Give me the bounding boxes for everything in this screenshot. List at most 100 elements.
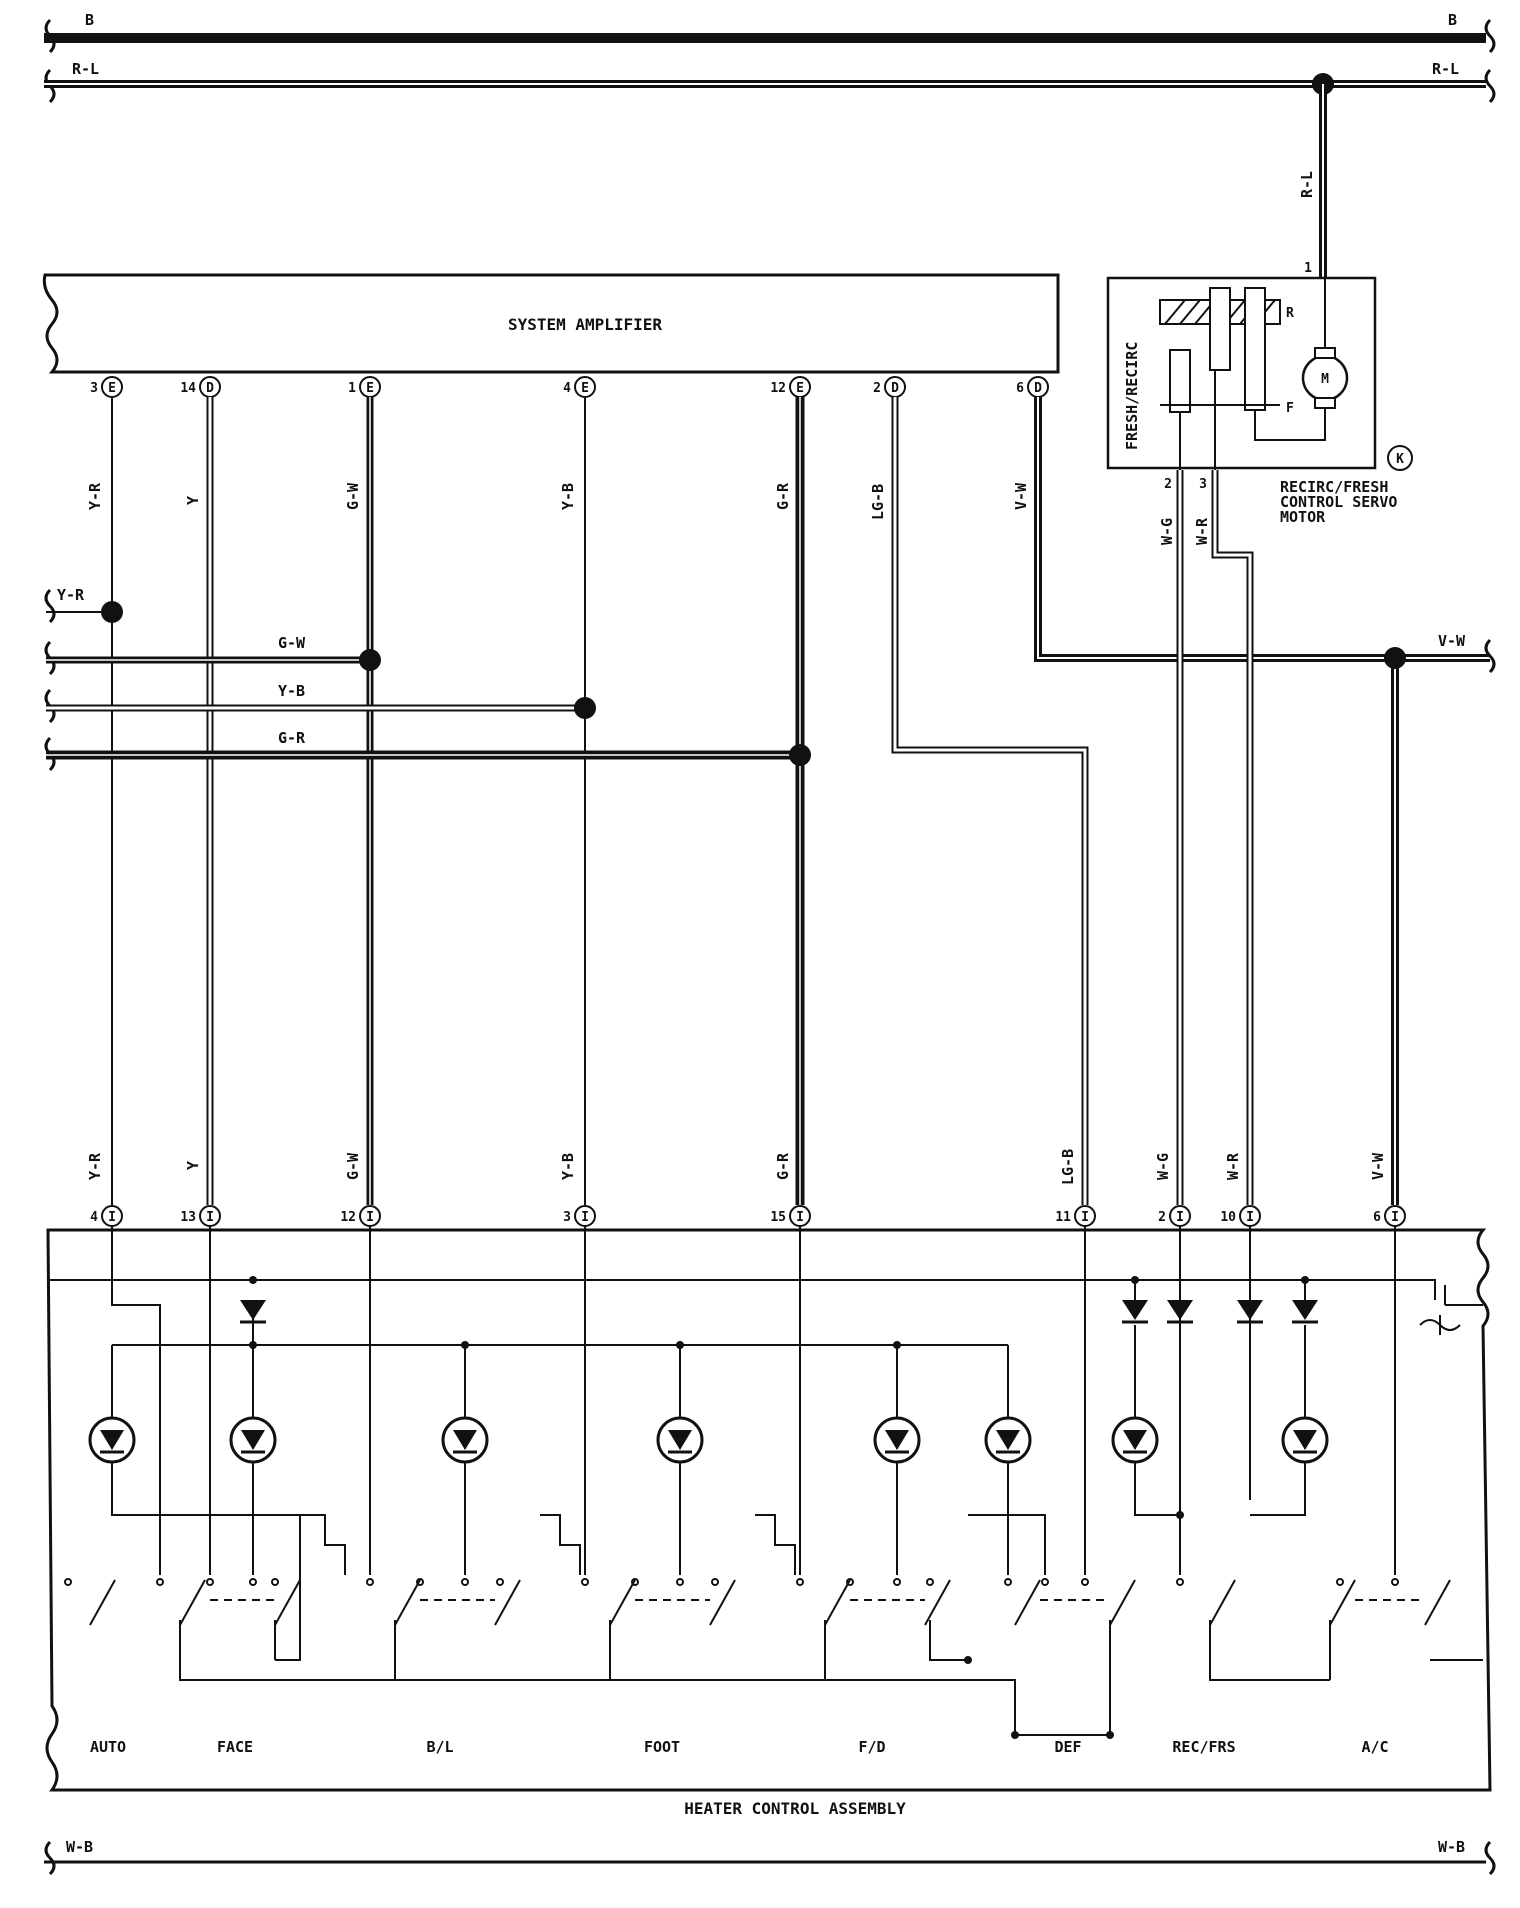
svg-text:3: 3	[90, 381, 98, 396]
heater-control-assembly: HEATER CONTROL ASSEMBLY	[45, 1228, 1492, 1818]
side-label-gw: G-W	[278, 634, 306, 652]
svg-text:E: E	[581, 381, 589, 396]
bus-rl-label-right: R-L	[1432, 60, 1459, 78]
led-icon	[1111, 1416, 1159, 1464]
svg-text:13: 13	[180, 1210, 196, 1225]
svg-text:6: 6	[1016, 381, 1024, 396]
label-face: FACE	[217, 1738, 253, 1756]
led-icon	[873, 1416, 921, 1464]
led-icon	[441, 1416, 489, 1464]
side-label-gr: G-R	[278, 729, 306, 747]
svg-text:D: D	[1034, 381, 1042, 396]
lower-label-vw: V-W	[1369, 1152, 1387, 1180]
upper-wire-labels: Y-R Y G-W Y-B G-R LG-B V-W	[86, 482, 1030, 520]
lower-label-wg: W-G	[1154, 1153, 1172, 1180]
svg-text:11: 11	[1055, 1210, 1071, 1225]
heater-pins: 4 I 13 I 12 I 3 I 15 I 11 I	[90, 1205, 1406, 1227]
splice-yr	[101, 601, 123, 623]
led-icon	[1281, 1416, 1329, 1464]
top-bus-b: B B	[44, 11, 1496, 54]
heater-pin-3: 3 I	[563, 1205, 596, 1227]
label-fd: F/D	[858, 1738, 885, 1756]
svg-text:I: I	[1176, 1210, 1184, 1225]
switch-fd	[796, 1578, 951, 1626]
svg-text:I: I	[581, 1210, 589, 1225]
svg-text:2: 2	[873, 381, 881, 396]
servo-f-label: F	[1286, 401, 1294, 416]
upper-label-yb: Y-B	[559, 483, 577, 510]
svg-text:10: 10	[1220, 1210, 1236, 1225]
amplifier-pins: 3 E 14 D 1 E 4 E 12 E 2 D	[90, 376, 1049, 398]
diode-icon	[1122, 1300, 1148, 1324]
switch-def	[1004, 1578, 1136, 1626]
switch-recfrs	[1176, 1578, 1236, 1626]
thermo-switch-icon	[1419, 1279, 1483, 1335]
label-auto: AUTO	[90, 1738, 126, 1756]
svg-text:I: I	[1391, 1210, 1399, 1225]
servo-wire-wg: W-G	[1158, 518, 1176, 545]
label-foot: FOOT	[644, 1738, 680, 1756]
switch-face	[179, 1578, 301, 1626]
heater-internal-circuit	[48, 1226, 1483, 1736]
lower-label-yr: Y-R	[86, 1152, 104, 1180]
svg-text:I: I	[206, 1210, 214, 1225]
lower-label-wr: W-R	[1224, 1152, 1242, 1180]
heater-junctions	[249, 1276, 1309, 1739]
heater-pin-2: 2 I	[1158, 1205, 1191, 1227]
svg-text:I: I	[1081, 1210, 1089, 1225]
top-bus-rl: R-L R-L	[44, 60, 1496, 104]
servo-wire-wr: W-R	[1193, 517, 1211, 545]
upper-label-lgb: LG-B	[869, 484, 887, 520]
switch-bl	[366, 1578, 521, 1626]
servo-vert-label: FRESH/RECIRC	[1123, 342, 1141, 450]
upper-label-yr: Y-R	[86, 482, 104, 510]
side-label-yr: Y-R	[57, 586, 85, 604]
led-icon	[656, 1416, 704, 1464]
diode-icon	[1237, 1300, 1263, 1324]
side-label-yb: Y-B	[278, 682, 305, 700]
svg-text:I: I	[1246, 1210, 1254, 1225]
splice-yb	[574, 697, 596, 719]
servo-motor: 1 FRESH/RECIRC R F M 2 3 W-G	[1106, 261, 1413, 545]
amp-pin-3: 3 E	[90, 376, 123, 398]
servo-pin-1: 1	[1304, 261, 1312, 276]
switch-foot	[581, 1578, 736, 1626]
lower-label-y: Y	[184, 1161, 202, 1170]
diode-icon	[1292, 1300, 1318, 1324]
side-wires: Y-R G-W Y-B G-R V-W	[44, 586, 1496, 772]
svg-text:2: 2	[1158, 1210, 1166, 1225]
amp-pin-2: 2 D	[873, 376, 906, 398]
svg-text:12: 12	[770, 381, 786, 396]
svg-text:D: D	[891, 381, 899, 396]
wire-rl-drop-label: R-L	[1298, 171, 1316, 198]
bus-wb-label-right: W-B	[1438, 1838, 1465, 1856]
servo-pin-3: 3	[1199, 477, 1207, 492]
label-def: DEF	[1054, 1738, 1081, 1756]
diodes	[240, 1300, 1318, 1324]
servo-caption-1: RECIRC/FRESH	[1280, 478, 1388, 496]
svg-text:4: 4	[563, 381, 571, 396]
splice-gr	[789, 744, 811, 766]
svg-text:1: 1	[348, 381, 356, 396]
svg-text:E: E	[366, 381, 374, 396]
heater-pin-6: 6 I	[1373, 1205, 1406, 1227]
mode-switches	[64, 1578, 1451, 1626]
bus-wb-label-left: W-B	[66, 1838, 93, 1856]
side-label-vw: V-W	[1438, 632, 1466, 650]
heater-pin-12: 12 I	[340, 1205, 381, 1227]
heater-title: HEATER CONTROL ASSEMBLY	[684, 1799, 906, 1818]
svg-text:D: D	[206, 381, 214, 396]
heater-pin-13: 13 I	[180, 1205, 221, 1227]
svg-text:4: 4	[90, 1210, 98, 1225]
bus-rl-label-left: R-L	[72, 60, 99, 78]
servo-r-label: R	[1286, 306, 1294, 321]
amp-pin-1: 1 E	[348, 376, 381, 398]
servo-caption-3: MOTOR	[1280, 508, 1326, 526]
svg-text:14: 14	[180, 381, 196, 396]
svg-text:15: 15	[770, 1210, 786, 1225]
heater-pin-15: 15 I	[770, 1205, 811, 1227]
amp-pin-12: 12 E	[770, 376, 811, 398]
servo-caption-2: CONTROL SERVO	[1280, 493, 1397, 511]
label-recfrs: REC/FRS	[1172, 1738, 1235, 1756]
